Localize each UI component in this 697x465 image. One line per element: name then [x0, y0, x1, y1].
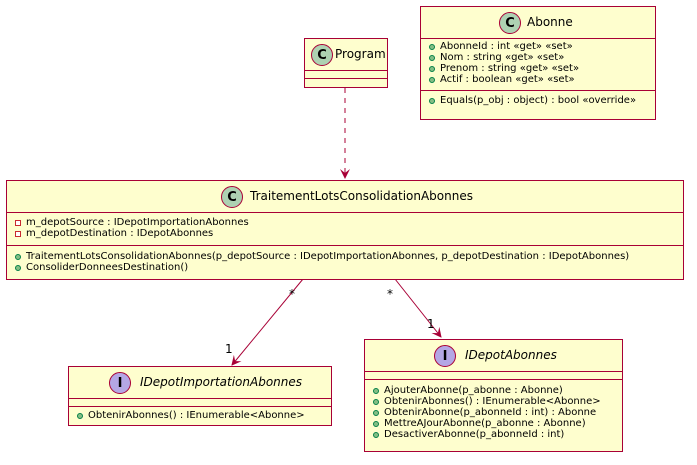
- class-methods: Equals(p_obj : object) : bool «override»: [421, 91, 655, 118]
- class-fields: AbonneId : int «get» «set» Nom : string …: [421, 39, 655, 91]
- class-name: IDepotImportationAbonnes: [140, 375, 303, 389]
- private-icon: [15, 230, 21, 237]
- class-name: IDepotAbonnes: [465, 348, 557, 362]
- public-icon: [429, 54, 435, 61]
- public-icon: [15, 264, 21, 271]
- interface-idepot-importation-abonnes[interactable]: I IDepotImportationAbonnes ObtenirAbonne…: [68, 366, 332, 426]
- class-header: I IDepotAbonnes: [365, 340, 622, 372]
- public-icon: [77, 412, 83, 419]
- public-icon: [373, 431, 379, 438]
- method-row: ConsoliderDonneesDestination(): [15, 262, 683, 273]
- association-traitement-import: [231, 278, 304, 366]
- class-stereotype-icon: C: [311, 44, 333, 66]
- public-icon: [373, 398, 379, 405]
- class-stereotype-icon: C: [499, 12, 521, 34]
- class-traitement-lots-consolidation-abonnes[interactable]: C TraitementLotsConsolidationAbonnes m_d…: [6, 180, 684, 280]
- interface-stereotype-icon: I: [109, 372, 131, 394]
- field-row: Actif : boolean «get» «set»: [429, 74, 655, 85]
- class-abonne[interactable]: C Abonne AbonneId : int «get» «set» Nom …: [420, 6, 656, 120]
- field-row: Nom : string «get» «set»: [429, 52, 655, 63]
- class-fields-empty: [69, 399, 331, 407]
- public-icon: [373, 420, 379, 427]
- method-row: TraitementLotsConsolidationAbonnes(p_dep…: [15, 251, 683, 262]
- class-name: Abonne: [527, 15, 573, 29]
- class-methods: ObtenirAbonnes() : IEnumerable<Abonne>: [69, 407, 331, 425]
- class-stereotype-icon: C: [221, 186, 243, 208]
- public-icon: [429, 97, 435, 104]
- public-icon: [429, 76, 435, 83]
- class-header: C TraitementLotsConsolidationAbonnes: [7, 181, 683, 213]
- field-row: Prenom : string «get» «set»: [429, 63, 655, 74]
- private-icon: [15, 219, 21, 226]
- public-icon: [373, 409, 379, 416]
- method-row: ObtenirAbonnes() : IEnumerable<Abonne>: [373, 396, 622, 407]
- multiplicity-source-abonnes: *: [387, 287, 393, 301]
- class-fields-empty: [305, 71, 387, 79]
- public-icon: [15, 253, 21, 260]
- multiplicity-target-abonnes: 1: [427, 317, 435, 331]
- class-methods: TraitementLotsConsolidationAbonnes(p_dep…: [7, 246, 683, 278]
- class-fields-empty: [365, 372, 622, 380]
- field-row: m_depotSource : IDepotImportationAbonnes: [15, 217, 683, 228]
- class-fields: m_depotSource : IDepotImportationAbonnes…: [7, 213, 683, 246]
- method-row: AjouterAbonne(p_abonne : Abonne): [373, 385, 622, 396]
- field-row: m_depotDestination : IDepotAbonnes: [15, 228, 683, 239]
- class-methods: AjouterAbonne(p_abonne : Abonne) Obtenir…: [365, 380, 622, 450]
- field-row: AbonneId : int «get» «set»: [429, 41, 655, 52]
- public-icon: [429, 43, 435, 50]
- interface-stereotype-icon: I: [434, 345, 456, 367]
- interface-idepot-abonnes[interactable]: I IDepotAbonnes AjouterAbonne(p_abonne :…: [364, 339, 623, 452]
- method-row: ObtenirAbonne(p_abonneId : int) : Abonne: [373, 407, 622, 418]
- method-row: Equals(p_obj : object) : bool «override»: [429, 95, 655, 106]
- method-row: ObtenirAbonnes() : IEnumerable<Abonne>: [77, 410, 331, 421]
- class-header: C Program: [305, 39, 387, 71]
- class-name: TraitementLotsConsolidationAbonnes: [250, 189, 473, 203]
- public-icon: [373, 387, 379, 394]
- multiplicity-source-import: *: [289, 287, 295, 301]
- method-row: DesactiverAbonne(p_abonneId : int): [373, 429, 622, 440]
- class-name: Program: [335, 47, 386, 61]
- class-program[interactable]: C Program: [304, 38, 388, 88]
- method-row: MettreAJourAbonne(p_abonne : Abonne): [373, 418, 622, 429]
- public-icon: [429, 65, 435, 72]
- association-traitement-abonnes: [394, 278, 442, 338]
- class-header: C Abonne: [421, 7, 655, 39]
- multiplicity-target-import: 1: [225, 342, 233, 356]
- class-header: I IDepotImportationAbonnes: [69, 367, 331, 399]
